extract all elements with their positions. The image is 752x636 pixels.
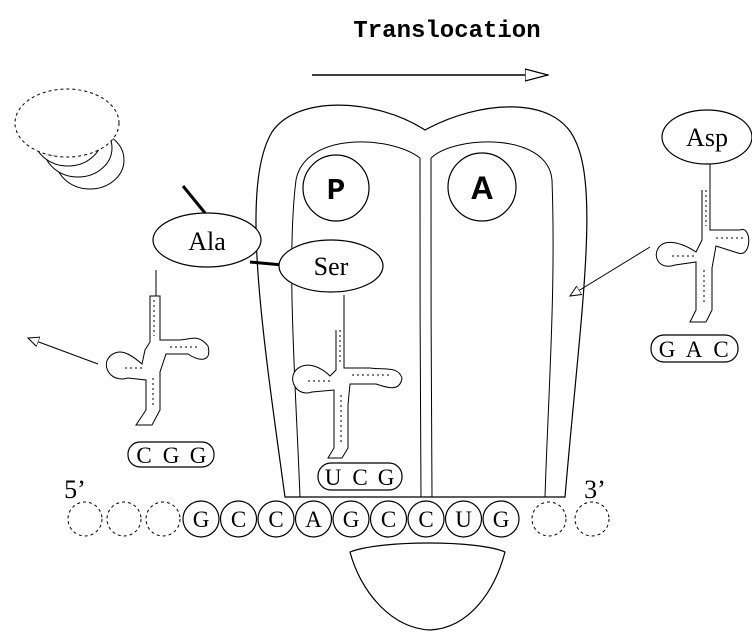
- ala-label: Ala: [188, 227, 226, 256]
- mrna-base: C: [381, 507, 396, 532]
- ribosome-small-subunit: [349, 542, 506, 631]
- trna-middle: U C G: [292, 295, 403, 491]
- trna-left: C G G: [105, 270, 215, 468]
- mrna-base: C: [268, 507, 283, 532]
- a-site: A: [447, 152, 517, 222]
- anticodon-middle-3: G: [378, 465, 395, 490]
- mrna-base-circle: [257, 500, 295, 538]
- mrna-base: C: [418, 507, 433, 532]
- a-site-label: A: [470, 170, 493, 206]
- entry-arrow: [570, 246, 651, 296]
- anticodon-left-2: G: [163, 443, 180, 468]
- anticodon-middle-1: U: [325, 465, 342, 490]
- mrna-base-circle: [444, 500, 483, 538]
- mrna-base-circle: [219, 500, 258, 538]
- mrna-base: C: [231, 507, 246, 532]
- three-prime-label: 3’: [584, 475, 606, 504]
- p-site: P: [302, 154, 370, 222]
- mrna-base: U: [455, 507, 472, 532]
- mrna-base-circle: [294, 500, 333, 538]
- polypeptide-chain: [14, 88, 207, 214]
- mrna-base-circle: [332, 500, 370, 538]
- anticodon-right-2: A: [686, 337, 703, 362]
- anticodon-middle-2: C: [352, 465, 367, 490]
- anticodon-right-3: C: [713, 337, 728, 362]
- amino-acid-ala: Ala: [152, 212, 262, 268]
- mrna-base: A: [305, 507, 322, 532]
- ser-label: Ser: [314, 252, 349, 281]
- p-site-label: P: [327, 174, 346, 209]
- anticodon-left-1: C: [136, 443, 151, 468]
- mrna-base: G: [193, 507, 210, 532]
- anticodon-left-3: G: [190, 443, 207, 468]
- amino-acid-asp: Asp: [661, 109, 752, 165]
- mrna-base-circle: [369, 500, 408, 538]
- mrna-base-circle: [407, 500, 445, 538]
- five-prime-label: 5’: [64, 475, 86, 504]
- peptide-bond: [249, 260, 284, 267]
- trna-right: G A C: [650, 164, 750, 363]
- ribosome-large-subunit: [255, 104, 588, 498]
- mrna-base-circle: [182, 500, 220, 538]
- mrna-base: G: [493, 507, 510, 532]
- anticodon-right-1: G: [659, 337, 676, 362]
- mrna-base: G: [343, 507, 360, 532]
- exit-arrow: [28, 338, 99, 365]
- title-translocation: Translocation: [353, 18, 540, 45]
- amino-acid-ser: Ser: [278, 239, 384, 293]
- asp-label: Asp: [686, 123, 728, 152]
- mrna-base-circle: [482, 500, 520, 538]
